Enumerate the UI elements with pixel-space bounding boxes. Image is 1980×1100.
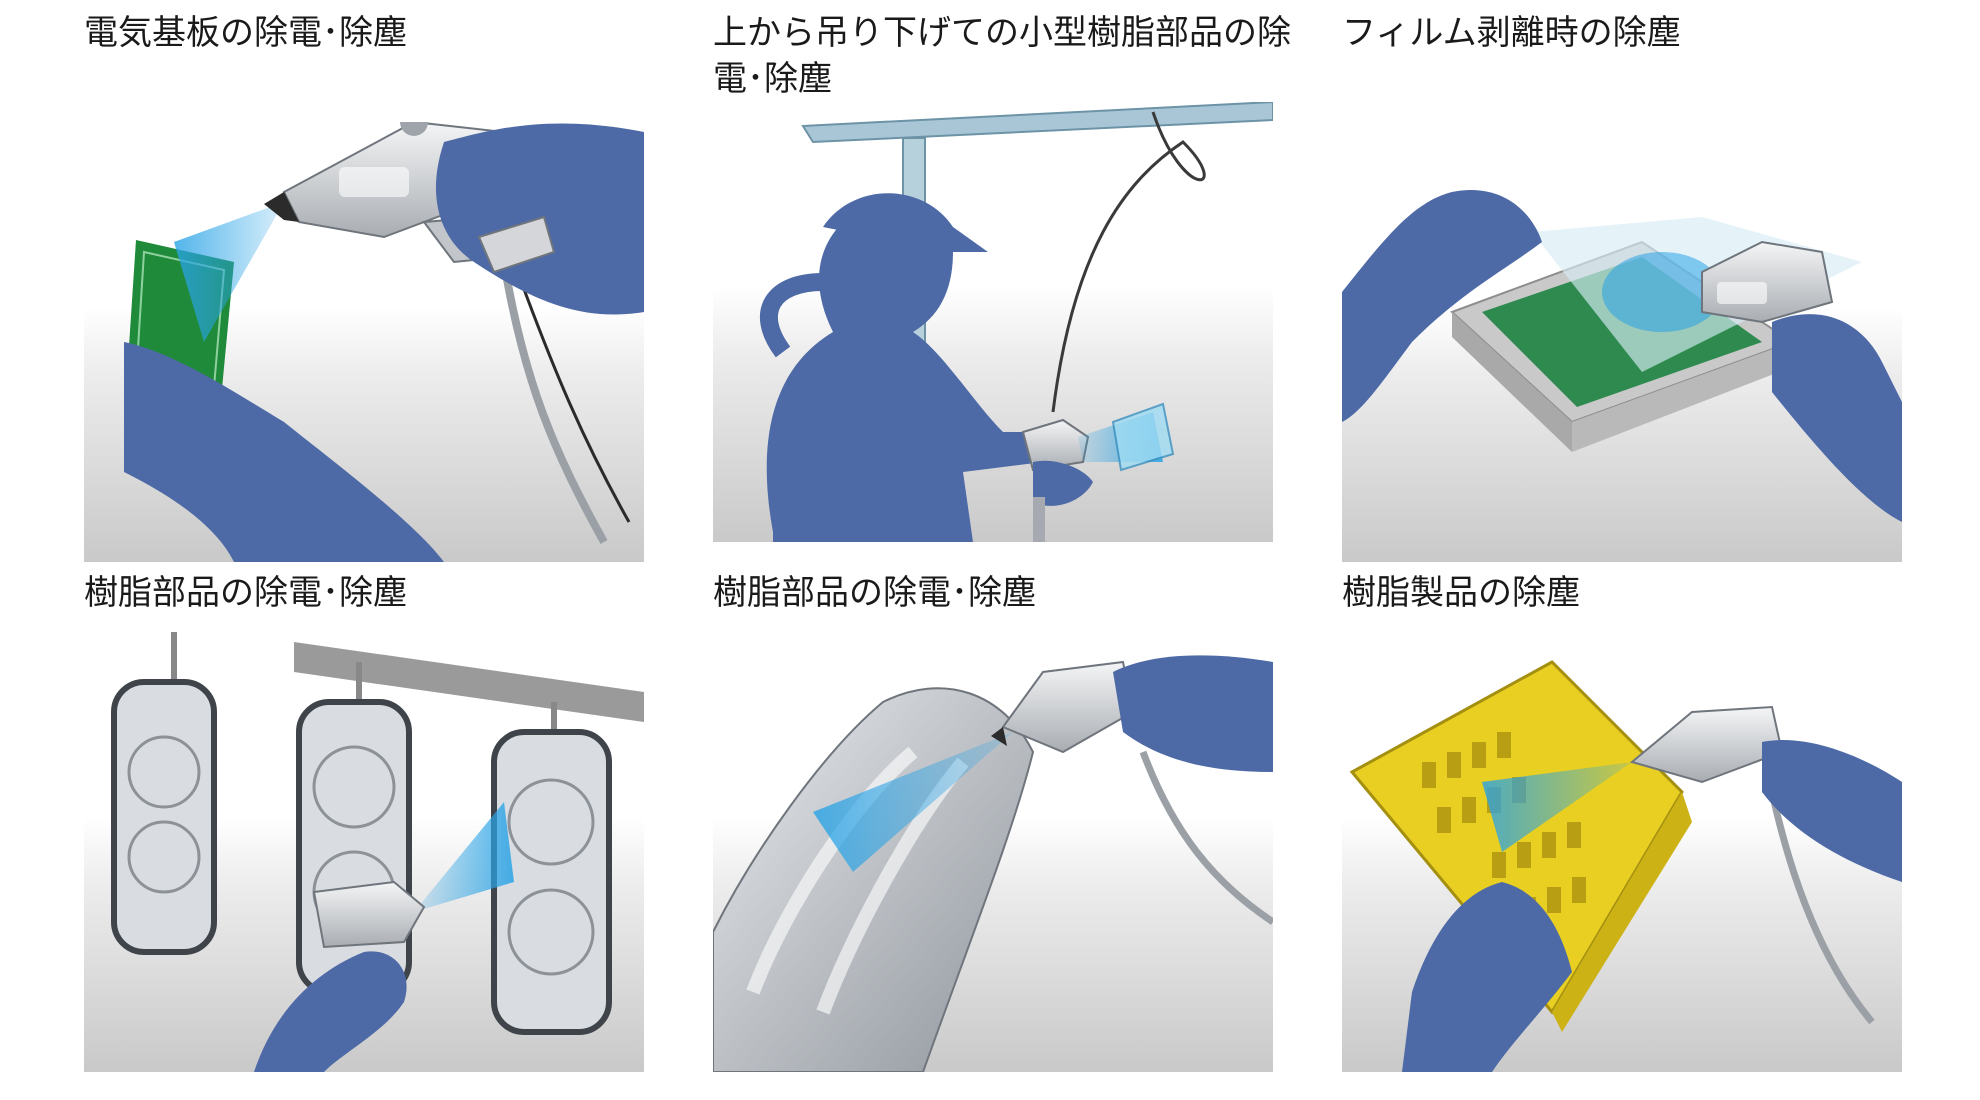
panel-title: 上から吊り下げての小型樹脂部品の除電･除塵 bbox=[713, 13, 1291, 99]
suspended-ionizer-illustration bbox=[713, 102, 1273, 542]
panel-title: 樹脂部品の除電･除塵 bbox=[713, 573, 1036, 613]
car-bumper-illustration bbox=[713, 632, 1273, 1072]
hanging-resin-parts-illustration bbox=[84, 632, 644, 1072]
panel-title: フィルム剥離時の除塵 bbox=[1342, 13, 1681, 53]
panel-title: 電気基板の除電･除塵 bbox=[84, 13, 407, 53]
panel-title: 樹脂部品の除電･除塵 bbox=[84, 573, 407, 613]
yellow-crate-illustration bbox=[1342, 632, 1902, 1072]
circuit-board-ionizer-illustration bbox=[84, 122, 644, 562]
panel-title: 樹脂製品の除塵 bbox=[1342, 573, 1580, 613]
film-peeling-illustration bbox=[1342, 122, 1902, 562]
